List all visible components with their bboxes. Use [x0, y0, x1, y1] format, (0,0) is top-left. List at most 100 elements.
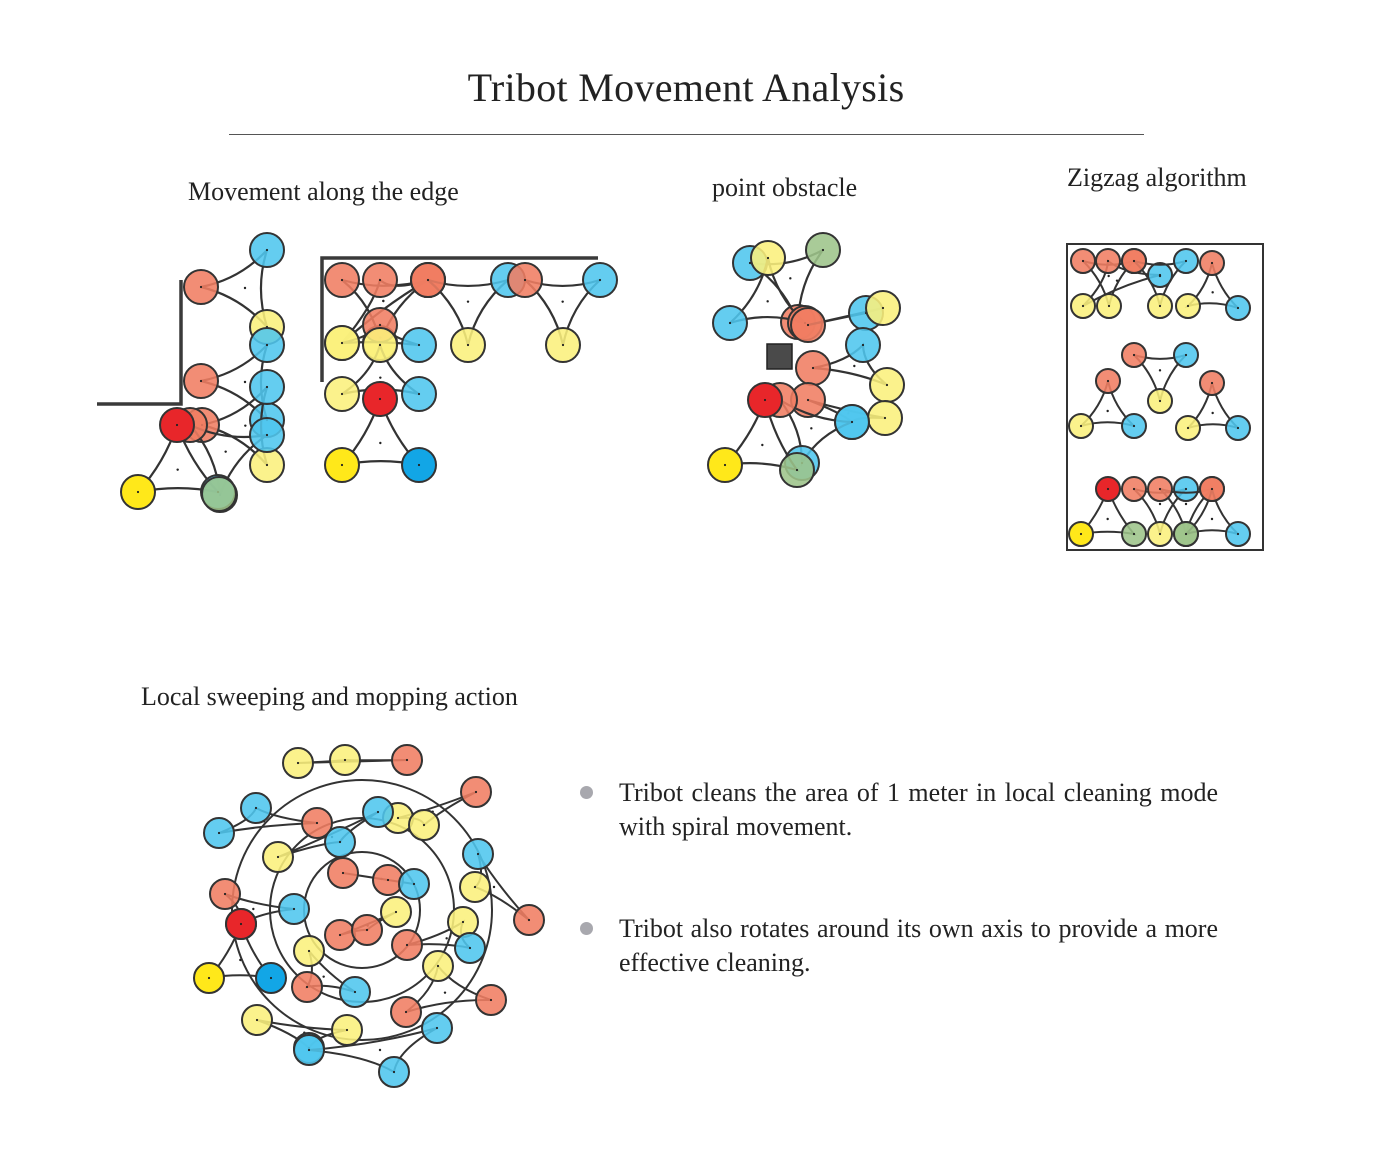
robot-center-dot	[244, 424, 247, 427]
robot-body-outline	[729, 257, 806, 325]
robot-center-dot	[243, 286, 247, 290]
wheel-center-dot	[276, 855, 280, 859]
wheel-center-dot	[307, 949, 311, 953]
wheel-center-dot	[748, 261, 752, 265]
robot-center-dot	[810, 427, 813, 430]
robot-center-dot	[1210, 517, 1214, 521]
wheel-center-dot	[426, 278, 430, 282]
wheel-center-dot	[598, 278, 602, 282]
robot-body-outline	[339, 395, 423, 467]
robot-center-dot	[761, 443, 764, 447]
robot-center-dot	[224, 450, 227, 453]
robot-body-outline	[1078, 486, 1137, 536]
wheel-center-dot	[885, 383, 889, 387]
wheel-center-dot	[269, 976, 273, 980]
wheel-center-dot	[365, 928, 369, 932]
robot-center-dot	[1106, 409, 1109, 413]
wheel-center-dot	[378, 323, 382, 327]
wheel-center-dot	[1236, 426, 1240, 430]
robot-center-dot	[243, 380, 247, 384]
robot-center-dot	[492, 885, 496, 889]
robot-center-dot	[766, 300, 769, 303]
wheel-center-dot	[561, 343, 565, 347]
wheel-center-dot	[378, 343, 382, 347]
robot-body-outline	[134, 421, 222, 494]
bullet-item: Tribot also rotates around its own axis …	[578, 912, 1218, 980]
wheel-center-dot	[207, 976, 211, 980]
bullet-list: Tribot cleans the area of 1 meter in loc…	[578, 776, 1218, 1048]
wheel-center-dot	[1186, 304, 1190, 308]
robot-body-outline	[206, 921, 274, 980]
wheel-center-dot	[1184, 532, 1188, 536]
wheel-center-dot	[1132, 424, 1136, 428]
robot-center-dot	[176, 468, 179, 471]
wheel-center-dot	[466, 343, 470, 347]
robot-center-dot	[239, 958, 242, 962]
robot-center-dot	[1158, 369, 1162, 372]
wheel-center-dot	[766, 256, 770, 260]
robot-center-dot	[252, 907, 255, 911]
wheel-center-dot	[345, 1028, 349, 1032]
robot-body-outline	[256, 1019, 348, 1050]
robot-body-outline	[1133, 260, 1187, 307]
wheel-center-dot	[728, 321, 732, 325]
wheel-center-dot	[404, 1010, 408, 1014]
wheel-center-dot	[223, 892, 227, 896]
robot-body-outline	[1184, 262, 1239, 309]
wheel-center-dot	[396, 816, 400, 820]
wheel-center-dot	[1184, 353, 1188, 357]
wheel-center-dot	[338, 933, 342, 937]
obstacle-square	[766, 343, 793, 370]
wheel-center-dot	[417, 392, 421, 396]
wheel-center-dot	[296, 761, 300, 765]
wheel-center-dot	[136, 490, 140, 494]
wheel-center-dot	[175, 423, 179, 427]
wheel-center-dot	[1107, 304, 1111, 308]
bullet-text: Tribot also rotates around its own axis …	[619, 914, 1218, 977]
robot-body-outline	[722, 396, 800, 472]
label-point-obstacle: point obstacle	[712, 173, 858, 202]
wheel-center-dot	[821, 248, 825, 252]
wheel-center-dot	[811, 366, 815, 370]
wheel-center-dot	[1106, 487, 1110, 491]
robot-center-dot	[379, 376, 382, 379]
wheel-center-dot	[217, 831, 221, 835]
wheel-center-dot	[412, 882, 416, 886]
wheel-center-dot	[394, 910, 398, 914]
spiral-path-ring	[231, 779, 493, 1041]
wheel-center-dot	[305, 985, 309, 989]
wheel-center-dot	[1106, 379, 1110, 383]
wheel-center-dot	[1081, 259, 1085, 263]
wheel-center-dot	[1210, 381, 1214, 385]
robot-center-dot	[445, 937, 448, 940]
robot-center-dot	[1115, 279, 1119, 282]
wheel-center-dot	[353, 990, 357, 994]
wheel-center-dot	[265, 248, 269, 252]
wheel-center-dot	[474, 790, 478, 794]
wheel-center-dot	[1106, 259, 1110, 263]
page-title: Tribot Movement Analysis	[467, 65, 905, 110]
robot-body-outline	[1185, 488, 1239, 535]
robot-center-dot	[378, 1048, 382, 1052]
robot-body-outline	[1159, 488, 1213, 535]
robot-center-dot	[1158, 274, 1162, 278]
edge-diagram-left	[97, 232, 285, 513]
robot-center-dot	[1184, 502, 1188, 506]
robot-body-outline	[308, 1027, 438, 1074]
label-local-sweeping: Local sweeping and mopping action	[141, 682, 518, 711]
wheel-center-dot	[1079, 532, 1083, 536]
wheel-center-dot	[1210, 487, 1214, 491]
title-divider	[229, 134, 1144, 135]
robot-center-dot	[466, 300, 470, 303]
robot-body-outline	[1133, 354, 1187, 402]
wheel-center-dot	[468, 946, 472, 950]
wheel-center-dot	[1132, 353, 1136, 357]
zigzag-boundary	[1066, 243, 1264, 551]
wheel-center-dot	[341, 871, 345, 875]
wheel-center-dot	[1158, 532, 1162, 536]
wheel-center-dot	[422, 823, 426, 827]
spiral-diagram	[193, 744, 545, 1088]
wheel-center-dot	[461, 920, 465, 924]
wheel-center-dot	[473, 885, 477, 889]
